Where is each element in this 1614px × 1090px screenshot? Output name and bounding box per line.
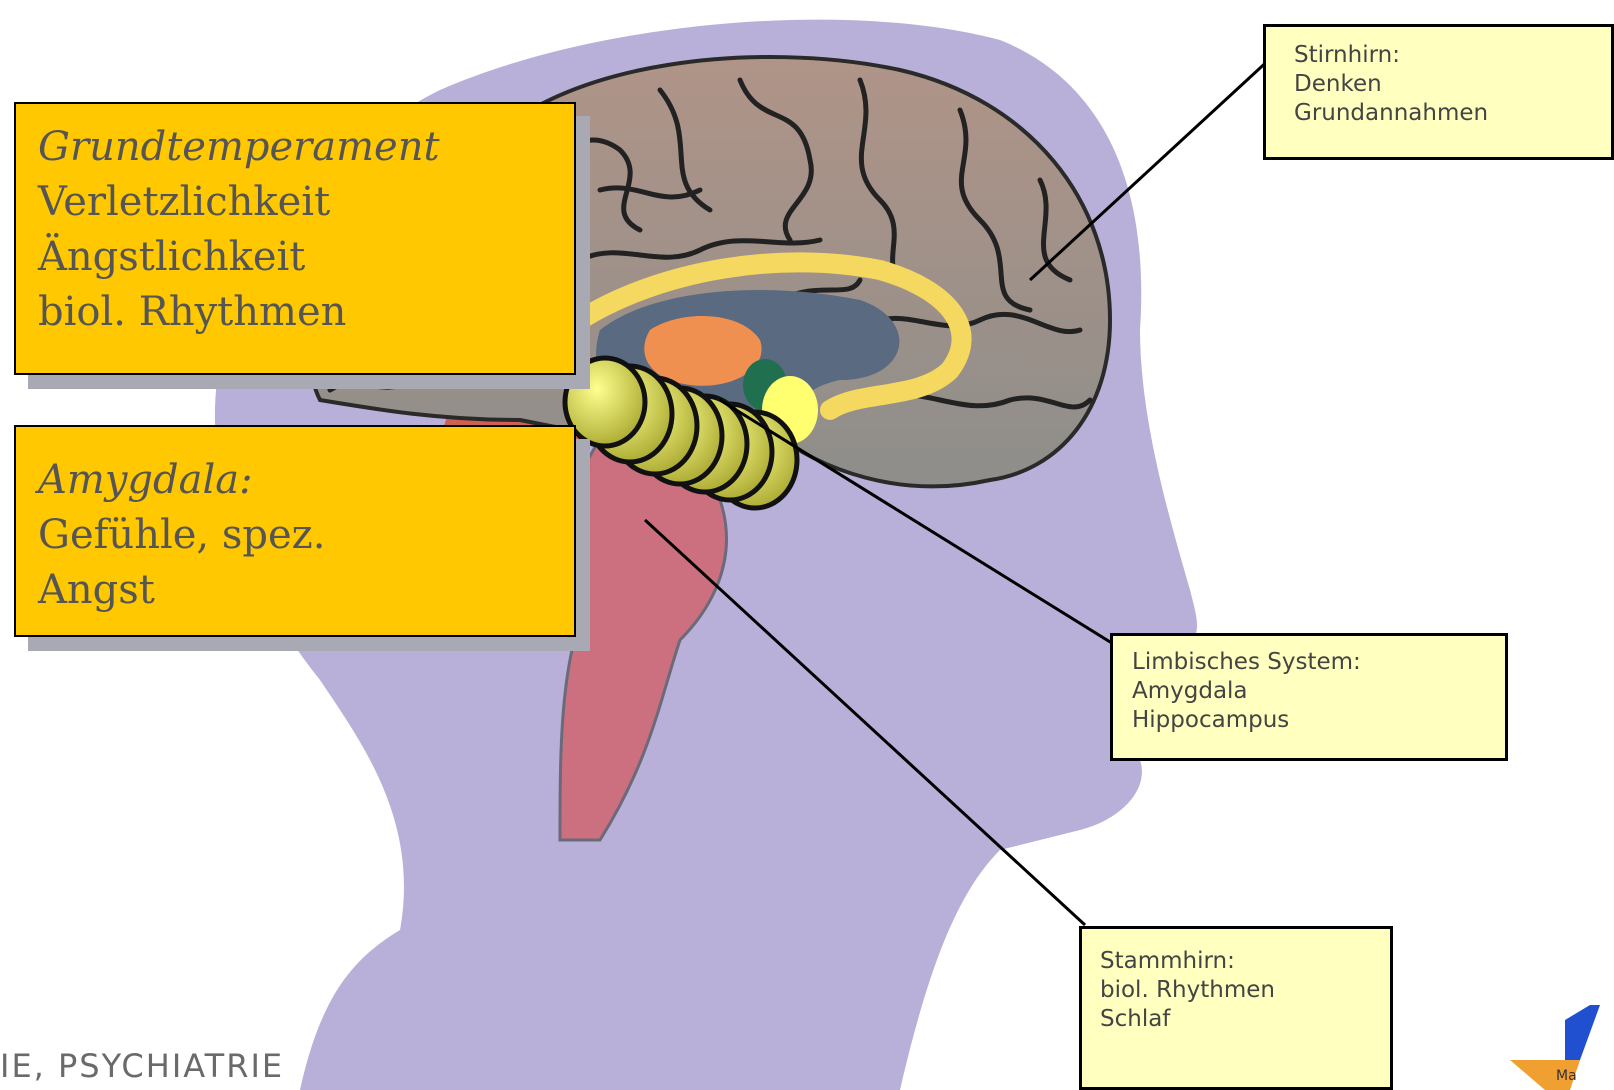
logo-mark: [1565, 1005, 1600, 1060]
callout-line: Schlaf: [1100, 1005, 1390, 1034]
temperament-box: Grundtemperament Verletzlichkeit Ängstli…: [14, 102, 576, 375]
amygdala-line: Gefühle, spez.: [38, 508, 574, 563]
callout-stirnhirn: Stirnhirn: Denken Grundannahmen: [1263, 24, 1614, 160]
callout-limbisch: Limbisches System: Amygdala Hippocampus: [1110, 633, 1508, 761]
callout-line: biol. Rhythmen: [1100, 976, 1390, 1005]
temperament-line: Ängstlichkeit: [38, 230, 574, 285]
callout-stammhirn: Stammhirn: biol. Rhythmen Schlaf: [1079, 926, 1393, 1090]
footer-text: IE, PSYCHIATRIE: [0, 1047, 284, 1085]
temperament-line: biol. Rhythmen: [38, 285, 574, 340]
callout-line: Grundannahmen: [1294, 99, 1611, 128]
callout-line: Amygdala: [1132, 677, 1505, 706]
amygdala-box: Amygdala: Gefühle, spez. Angst: [14, 425, 576, 637]
temperament-title: Grundtemperament: [38, 120, 574, 175]
temperament-line: Verletzlichkeit: [38, 175, 574, 230]
callout-line: Stirnhirn:: [1294, 41, 1611, 70]
amygdala-title: Amygdala:: [38, 453, 574, 508]
callout-line: Hippocampus: [1132, 706, 1505, 735]
amygdala-line: Angst: [38, 563, 574, 618]
logo-fragment: Ma: [1556, 1068, 1577, 1084]
callout-line: Limbisches System:: [1132, 648, 1505, 677]
callout-line: Stammhirn:: [1100, 947, 1390, 976]
thalamus: [644, 316, 761, 386]
callout-line: Denken: [1294, 70, 1611, 99]
